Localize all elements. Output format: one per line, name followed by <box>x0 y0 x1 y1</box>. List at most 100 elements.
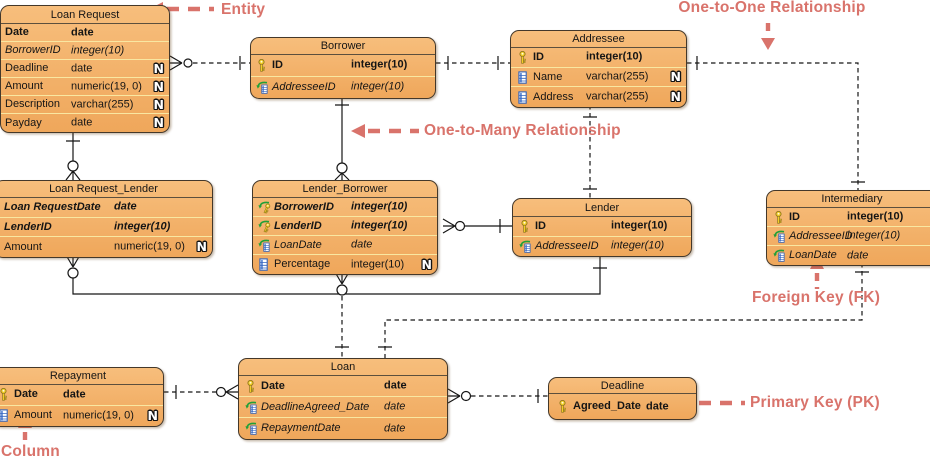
column-name: LenderID <box>4 220 52 233</box>
table-row[interactable]: Date date <box>0 385 163 406</box>
column-name: AddresseeID <box>789 229 853 242</box>
column-type: integer(10) <box>71 44 125 56</box>
table-title: Loan <box>239 359 447 376</box>
column-type: integer(10) <box>847 210 904 223</box>
column-name: ID <box>535 219 546 232</box>
column-type: integer(10) <box>351 258 405 270</box>
table-title: Loan Request_Lender <box>0 181 212 198</box>
column-type: numeric(19, 0) <box>114 240 185 253</box>
column-type: numeric(19, 0) <box>63 409 134 422</box>
column-type: date <box>71 26 94 38</box>
column-type: date <box>351 238 373 251</box>
column-type: date <box>384 422 406 434</box>
column-type: integer(10) <box>351 219 408 232</box>
column-name: Date <box>261 379 285 392</box>
column-name: AddresseeID <box>272 80 336 93</box>
table-row[interactable]: AddresseeID integer(10) <box>513 237 691 257</box>
annotation-entity: Entity <box>221 1 266 18</box>
foreign-key-icon <box>772 230 787 243</box>
table-title: Intermediary <box>767 191 930 208</box>
column-type: date <box>847 249 869 261</box>
column-name: Payday <box>5 116 42 129</box>
column-icon <box>516 70 531 84</box>
column-type: integer(10) <box>586 50 643 63</box>
table-row[interactable]: RepaymentDate date <box>239 418 447 439</box>
column-type: varchar(255) <box>586 90 649 103</box>
nullable-icon: N <box>153 78 164 94</box>
annotation-one-to-one: One-to-One Relationship <box>678 0 866 16</box>
nullable-icon: N <box>153 114 164 130</box>
column-name: ID <box>272 58 283 71</box>
table-row[interactable]: Amount numeric(19, 0) N <box>0 406 163 427</box>
primary-key-icon <box>0 388 12 401</box>
column-name: RepaymentDate <box>261 422 341 434</box>
foreign-key-icon <box>255 81 270 94</box>
column-name: Date <box>14 388 38 401</box>
table-row[interactable]: AddresseeID integer(10) <box>251 77 435 99</box>
annotation-foreign-key: Foreign Key (FK) <box>752 289 881 306</box>
annotation-one-to-many: One-to-Many Relationship <box>424 122 621 139</box>
primary-key-icon <box>772 210 787 224</box>
nullable-icon: N <box>147 407 158 423</box>
column-name: AddresseeID <box>535 239 599 252</box>
column-type: date <box>384 379 407 392</box>
column-type: date <box>384 400 406 413</box>
column-name: ID <box>533 50 544 63</box>
table-row[interactable]: LenderID integer(10) <box>253 217 437 236</box>
table-title: Repayment <box>0 368 163 385</box>
column-type: integer(10) <box>351 58 408 71</box>
nullable-icon: N <box>670 88 681 104</box>
column-name: Amount <box>14 409 52 422</box>
column-type: date <box>63 388 86 401</box>
nullable-icon: N <box>153 96 164 112</box>
primary-key-icon <box>244 379 259 393</box>
column-type: numeric(19, 0) <box>71 80 142 92</box>
table-title: Borrower <box>251 38 435 55</box>
column-type: integer(10) <box>351 80 405 93</box>
column-name: Description <box>5 98 61 110</box>
column-name: Name <box>533 70 563 83</box>
column-name: LenderID <box>274 219 322 232</box>
table-row[interactable]: ID integer(10) <box>511 48 686 68</box>
column-icon <box>0 409 12 423</box>
column-type: date <box>114 200 137 213</box>
column-icon <box>257 258 272 271</box>
table-row[interactable]: Date date <box>239 376 447 397</box>
table-title: Lender <box>513 199 691 217</box>
table-row[interactable]: ID integer(10) <box>251 55 435 77</box>
column-type: integer(10) <box>611 239 665 252</box>
column-name: Deadline <box>5 62 49 74</box>
